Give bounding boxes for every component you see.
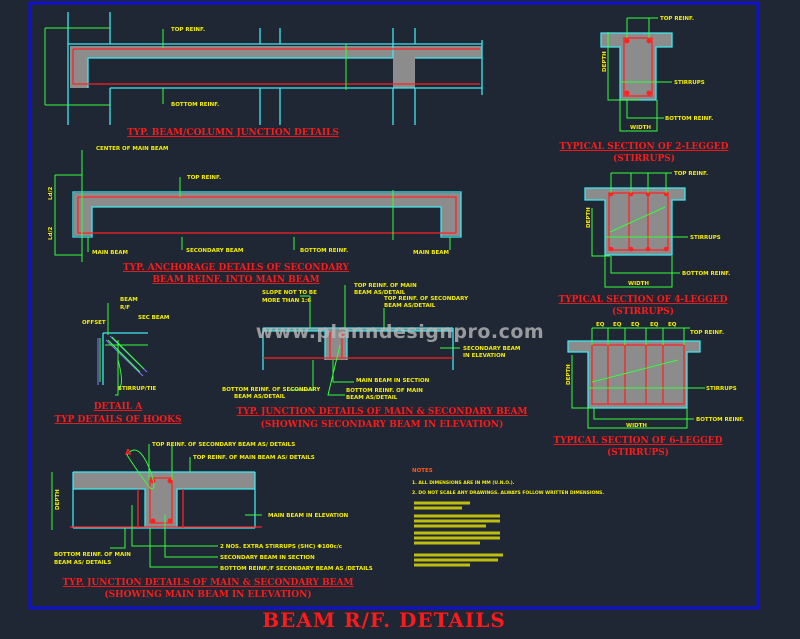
bottom-reinf-label: BOTTOM REINF.	[171, 102, 219, 108]
bottom-reinf-main-label-2: BEAM AS/ DETAILS	[54, 560, 111, 566]
beam-label: BEAM	[120, 297, 138, 303]
note-item: 2. DO NOT SCALE ANY DRAWINGS. ALWAYS FOL…	[412, 490, 604, 496]
section-6-legged: EQ EQ EQ EQ EQ TOP REINF. STIRRUPS BOTTO…	[554, 322, 745, 458]
bottom-reinf-main-label: BOTTOM REINF. OF MAIN	[346, 388, 423, 394]
top-reinf-secondary-label-2: BEAM AS/DETAIL	[384, 303, 436, 309]
beam-column-junction-detail: TOP REINF. BOTTOM REINF. TYP. BEAM/COLUM…	[44, 12, 483, 138]
stirrups-label: STIRRUPS	[674, 80, 705, 86]
junction-secondary-subtitle: (SHOWING SECONDARY BEAM IN ELEVATION)	[261, 419, 504, 430]
bottom-reinf-secondary-label: BOTTOM REINF./F SECONDARY BEAM AS /DETAI…	[220, 566, 373, 572]
depth-label: DEPTH	[586, 207, 592, 228]
bottom-reinf-secondary-label-2: BEAM AS/DETAIL	[234, 394, 286, 400]
top-reinf-label: TOP REINF.	[660, 16, 694, 22]
secondary-beam-label: SECONDARY BEAM	[186, 248, 243, 254]
top-reinf-label: TOP REINF.	[674, 171, 708, 177]
section6-subtitle: (STIRRUPS)	[607, 447, 669, 458]
anchorage-detail: CENTER OF MAIN BEAM TOP REINF. MAIN BEAM…	[48, 146, 462, 285]
dim-label: Ld/2	[48, 187, 54, 200]
sec-beam-label: SEC BEAM	[138, 315, 169, 321]
top-reinf-main-label: TOP REINF. OF MAIN BEAM AS/ DETAILS	[193, 455, 315, 461]
main-beam-label: MAIN BEAM	[413, 250, 449, 256]
eq-label: EQ	[613, 322, 622, 328]
top-reinf-label: TOP REINF.	[690, 330, 724, 336]
junction-main-elevation-detail: A TOP REINF. OF SECONDARY BEAM AS/ DETAI…	[51, 442, 373, 600]
note-item: 1. ALL DIMENSIONS ARE IN MM (U.N.O.).	[412, 480, 515, 486]
sheet-title: BEAM R/F. DETAILS	[262, 608, 506, 632]
secondary-section-label: SECONDARY BEAM IN SECTION	[220, 555, 315, 561]
width-label: WIDTH	[628, 281, 649, 287]
section2-subtitle: (STIRRUPS)	[613, 153, 675, 164]
watermark: www.planndesignpro.com	[256, 321, 544, 343]
slope-label-2: MORE THAN 1:6	[262, 298, 311, 304]
top-reinf-label: TOP REINF.	[171, 27, 205, 33]
section-2-legged: TOP REINF. STIRRUPS BOTTOM REINF. WIDTH …	[560, 16, 729, 164]
eq-label: EQ	[650, 322, 659, 328]
junction-secondary-title: TYP. JUNCTION DETAILS OF MAIN & SECONDAR…	[237, 407, 528, 417]
top-reinf-secondary-label: TOP REINF. OF SECONDARY BEAM AS/ DETAILS	[152, 442, 295, 448]
bottom-reinf-main-label: BOTTOM REINF. OF MAIN	[54, 552, 131, 558]
bottom-reinf-main-label-2: BEAM AS/DETAIL	[346, 395, 398, 401]
notes-block: NOTES 1. ALL DIMENSIONS ARE IN MM (U.N.O…	[412, 468, 604, 567]
dim-label: Ld/2	[48, 227, 54, 240]
bottom-reinf-label: BOTTOM REINF.	[682, 271, 730, 277]
sheet-frame	[28, 1, 760, 610]
bottom-reinf-label: BOTTOM REINF.	[300, 248, 348, 254]
junction-secondary-elevation-detail: SLOPE NOT TO BE MORE THAN 1:6 TOP REINF.…	[222, 283, 528, 430]
notes-heading: NOTES	[412, 468, 433, 474]
section-4-legged: TOP REINF. STIRRUPS BOTTOM REINF. WIDTH …	[559, 171, 731, 317]
width-label: WIDTH	[626, 423, 647, 429]
detail-a-title: DETAIL A	[94, 402, 144, 412]
top-reinf-secondary-label: TOP REINF. OF SECONDARY	[384, 296, 469, 302]
detail-a-subtitle: TYP DETAILS OF HOOKS	[55, 415, 182, 425]
main-beam-label: MAIN BEAM	[92, 250, 128, 256]
section4-title: TYPICAL SECTION OF 4-LEGGED	[559, 295, 728, 305]
junction-main-subtitle: (SHOWING MAIN BEAM IN ELEVATION)	[104, 589, 311, 600]
anchorage-title-2: BEAM REINF. INTO MAIN BEAM	[152, 275, 319, 285]
detail-marker-a: A	[125, 448, 132, 457]
anchorage-title: TYP. ANCHORAGE DETAILS OF SECONDARY	[123, 263, 349, 273]
center-main-beam-label: CENTER OF MAIN BEAM	[96, 146, 168, 152]
depth-label: DEPTH	[602, 51, 608, 72]
slope-label: SLOPE NOT TO BE	[262, 290, 317, 296]
eq-label: EQ	[596, 322, 605, 328]
beam-column-title: TYP. BEAM/COLUMN JUNCTION DETAILS	[127, 128, 339, 138]
main-beam-elevation-label: MAIN BEAM IN ELEVATION	[268, 513, 349, 519]
section4-subtitle: (STIRRUPS)	[612, 306, 674, 317]
rf-label: R/F	[120, 305, 130, 311]
eq-label: EQ	[668, 322, 677, 328]
main-beam-section-label: MAIN BEAM IN SECTION	[356, 378, 430, 384]
section2-title: TYPICAL SECTION OF 2-LEGGED	[560, 142, 729, 152]
bottom-reinf-secondary-label: BOTTOM REINF. OF SECONDARY	[222, 387, 321, 393]
extra-stirrups-label: 2 NOS. EXTRA STIRRUPS (SHC) Φ100c/c	[220, 544, 342, 550]
width-label: WIDTH	[630, 125, 651, 131]
top-reinf-label: TOP REINF.	[187, 175, 221, 181]
offset-label: OFFSET	[82, 320, 106, 326]
bottom-reinf-label: BOTTOM REINF.	[696, 417, 744, 423]
section6-title: TYPICAL SECTION OF 6-LEGGED	[554, 436, 723, 446]
depth-label: DEPTH	[55, 489, 61, 510]
eq-label: EQ	[631, 322, 640, 328]
stirrups-label: STIRRUPS	[690, 235, 721, 241]
top-reinf-main-label-2: BEAM AS/DETAIL	[354, 290, 406, 296]
secondary-elevation-label-2: IN ELEVATION	[463, 353, 506, 359]
stirrup-label: STIRRUP/TIE	[118, 386, 157, 392]
stirrups-label: STIRRUPS	[706, 386, 737, 392]
depth-label: DEPTH	[566, 364, 572, 385]
top-reinf-main-label: TOP REINF. OF MAIN	[354, 283, 417, 289]
secondary-elevation-label: SECONDARY BEAM	[463, 346, 520, 352]
detail-a-hooks: BEAM R/F OFFSET SEC BEAM STIRRUP/TIE DET…	[55, 297, 182, 425]
bottom-reinf-label: BOTTOM REINF.	[665, 116, 713, 122]
junction-main-title: TYP. JUNCTION DETAILS OF MAIN & SECONDAR…	[63, 578, 354, 588]
